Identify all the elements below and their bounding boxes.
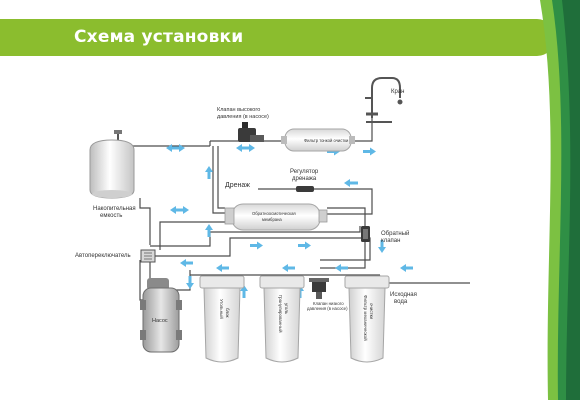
- flow-arrow: [282, 264, 295, 272]
- carbon-block-label-line2: блок: [225, 308, 230, 318]
- flow-arrow: [205, 166, 213, 179]
- corner-decoration: [540, 0, 580, 400]
- carbon-block-label-line1: Угольный: [219, 299, 225, 319]
- flow-arrow: [166, 144, 185, 152]
- flow-arrow: [186, 276, 194, 289]
- page-title: Схема установки: [74, 27, 244, 47]
- faucet: [365, 77, 403, 123]
- granular-carbon-label-line2: уголь: [284, 303, 289, 315]
- fine-filter-label: Фильтр тонкой очистки: [304, 138, 349, 143]
- drain-label: Дренаж: [225, 182, 250, 189]
- labels: Кран Клапан высокого давления (в насосе)…: [75, 89, 417, 341]
- storage-tank: [89, 130, 135, 199]
- pipe-drain: [258, 188, 373, 215]
- low-pressure-valve-label-line2: давления (в насосе): [307, 306, 348, 311]
- granular-carbon-label-line1: Гранулированный: [278, 295, 284, 333]
- high-pressure-valve-label-line1: Клапан высокого: [217, 107, 260, 113]
- drain-regulator-label-line2: дренажа: [292, 176, 317, 182]
- pump-label: Насос: [152, 318, 168, 324]
- flow-arrow: [236, 144, 255, 152]
- pipe-bottom-2: [150, 237, 371, 261]
- flow-arrow: [378, 240, 386, 253]
- flow-arrow: [400, 264, 413, 272]
- membrane: [224, 203, 328, 231]
- pipe-tank-top: [119, 140, 210, 147]
- storage-tank-label-line2: емкость: [100, 213, 122, 219]
- low-pressure-valve-label-line1: Клапан низкого: [313, 301, 344, 306]
- flow-arrow: [344, 179, 358, 187]
- flow-arrow: [170, 206, 189, 214]
- drain-regulator-label-line1: Регулятор: [290, 169, 319, 175]
- flow-arrow: [180, 259, 193, 267]
- high-pressure-valve: [238, 122, 264, 142]
- pipe-to-faucet: [352, 118, 373, 142]
- pipe-tee-down: [212, 146, 225, 214]
- check-valve: [361, 226, 370, 242]
- filter-housing-granular-carbon: [259, 275, 305, 363]
- pipe-to-check-valve: [327, 207, 366, 226]
- fine-filter: [281, 128, 355, 152]
- low-pressure-valve: [309, 278, 329, 299]
- check-valve-label-line1: Обратный: [381, 230, 409, 237]
- source-water-label-line1: Исходная: [390, 292, 417, 298]
- flow-arrow: [216, 264, 229, 272]
- check-valve-label-line2: клапан: [381, 238, 400, 244]
- flow-arrow: [363, 147, 376, 156]
- pump: [140, 278, 182, 353]
- flow-arrow: [250, 241, 263, 250]
- faucet-label: Кран: [391, 89, 404, 95]
- high-pressure-valve-label-line2: давления (в насосе): [217, 114, 269, 120]
- filter-housing-mechanical: [344, 275, 390, 363]
- flow-arrow: [205, 224, 213, 237]
- source-water-label-line2: вода: [394, 299, 408, 305]
- auto-switch: [140, 249, 156, 263]
- filter-housing-carbon-block: [199, 275, 245, 363]
- membrane-label-line2: мембрана: [262, 217, 282, 222]
- pipe-tank-bottom: [139, 198, 151, 245]
- mechanical-filter-label-line1: Фильтр механической: [363, 295, 369, 341]
- flow-arrow: [298, 241, 311, 250]
- pipe-membrane-out: [159, 221, 225, 250]
- storage-tank-label-line1: Накопительная: [93, 206, 136, 212]
- mechanical-filter-label-line2: очистки: [369, 303, 374, 320]
- auto-switch-label: Автопереключатель: [75, 253, 131, 259]
- header-bar: [0, 19, 555, 56]
- drain-regulator: [296, 186, 314, 192]
- flow-arrow: [335, 264, 348, 272]
- membrane-label-line1: Обратноосмотическая: [252, 211, 296, 216]
